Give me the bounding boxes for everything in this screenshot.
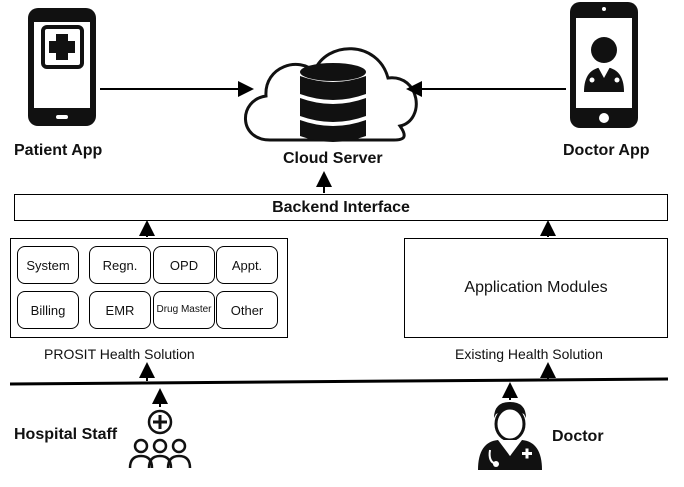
cloud-server-label: Cloud Server (283, 150, 383, 167)
module-system: System (17, 246, 79, 284)
doctor-label: Doctor (552, 428, 604, 445)
doctor-icon (478, 402, 542, 470)
divider-line (9, 377, 669, 386)
phone-medical-cross-icon (28, 8, 96, 126)
module-opd: OPD (153, 246, 215, 284)
patient-app-label: Patient App (14, 142, 103, 159)
existing-solution-label: Existing Health Solution (455, 346, 603, 362)
module-registration: Regn. (89, 246, 151, 284)
doctor-app-label: Doctor App (563, 142, 650, 159)
module-emr: EMR (89, 291, 151, 329)
module-billing: Billing (17, 291, 79, 329)
prosit-solution-label: PROSIT Health Solution (44, 346, 195, 362)
backend-interface-box: Backend Interface (14, 194, 668, 221)
phone-doctor-icon (570, 2, 638, 128)
module-other: Other (216, 291, 278, 329)
hospital-staff-label: Hospital Staff (14, 426, 118, 443)
cloud-database-icon (244, 47, 418, 142)
application-modules-box: Application Modules (404, 238, 668, 338)
backend-interface-label: Backend Interface (272, 198, 410, 216)
staff-group-icon (128, 409, 192, 469)
application-modules-label: Application Modules (464, 279, 608, 296)
module-drug-master: Drug Master (153, 291, 215, 329)
prosit-modules-box: System Regn. OPD Appt. Billing EMR Drug … (10, 238, 288, 338)
module-appointment: Appt. (216, 246, 278, 284)
